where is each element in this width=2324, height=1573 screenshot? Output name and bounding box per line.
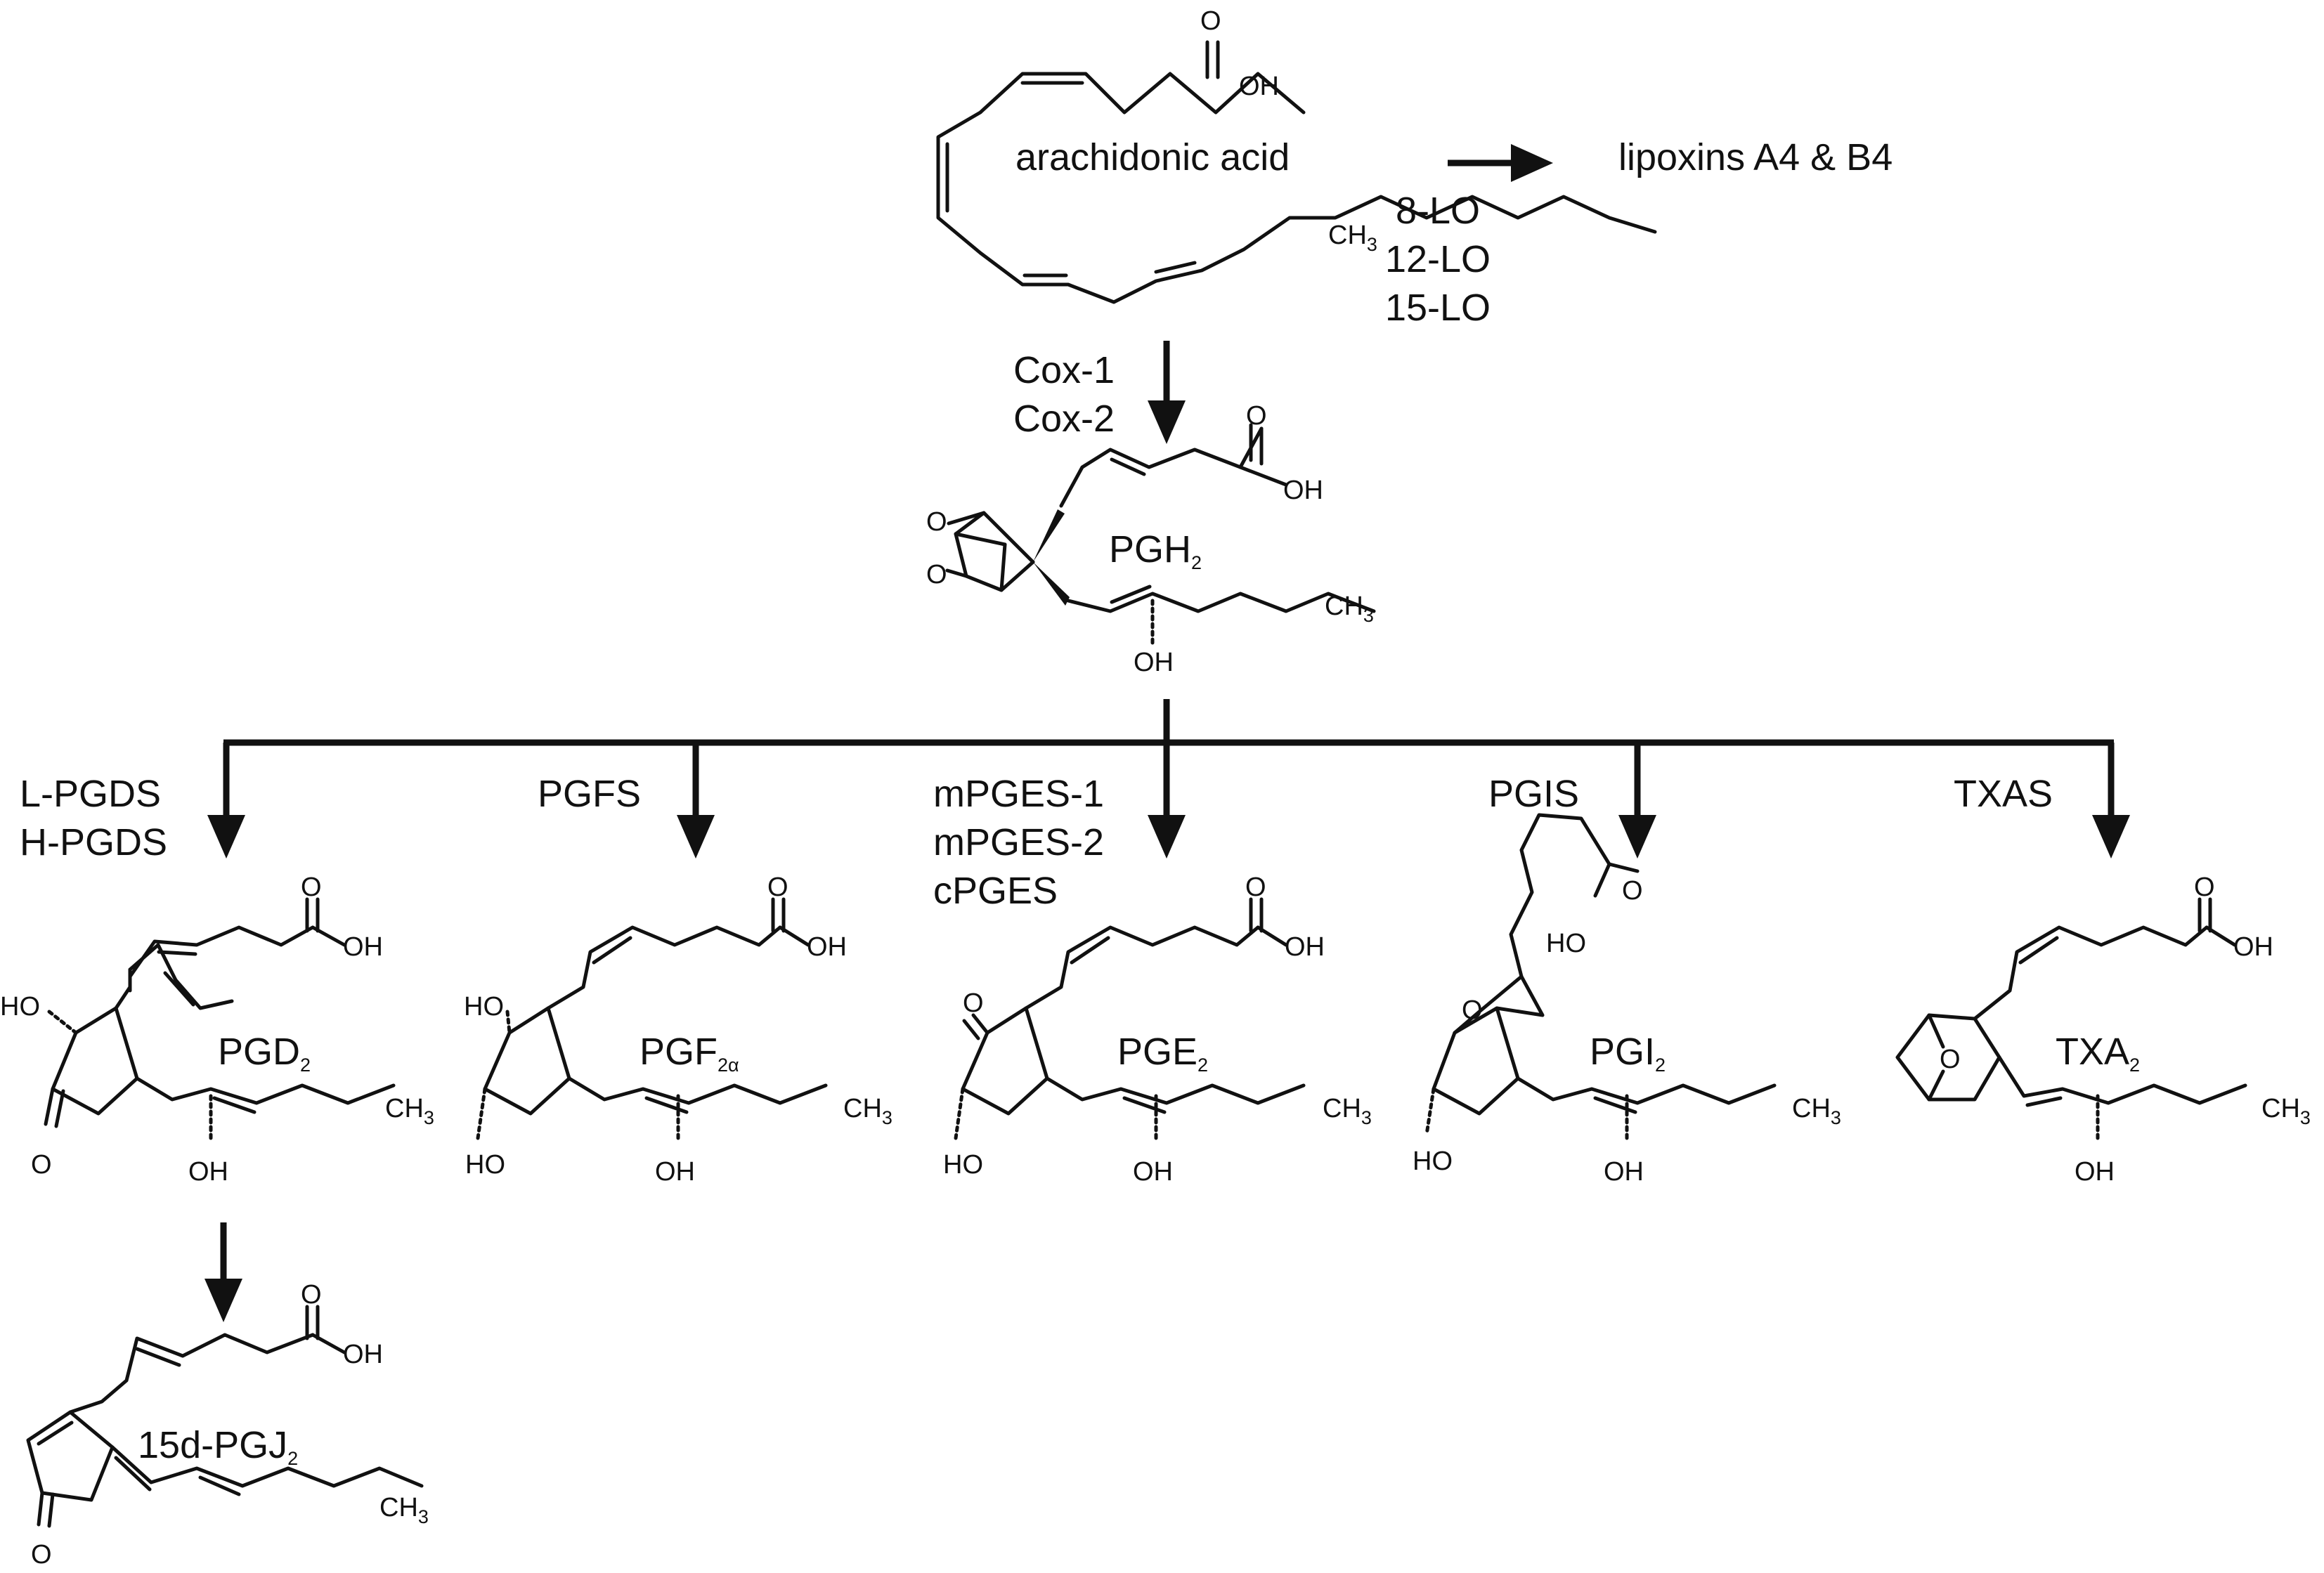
pgh2-carbonyl-o: O [1246, 401, 1267, 431]
pgd2-ketone-2 [54, 1089, 65, 1128]
branch-arrow-pgd [207, 743, 245, 859]
pge2-carbonyl-o: O [1245, 873, 1266, 902]
enzyme-pgis: PGIS [1488, 773, 1579, 815]
enzyme-txas: TXAS [1954, 773, 2053, 815]
pgd2-ketone [44, 1087, 55, 1126]
pgj2-carbonyl-o: O [301, 1280, 322, 1310]
pgf2a-hash-top [505, 1010, 512, 1035]
pgh2-ch3: CH3 [1325, 592, 1374, 626]
enzyme-cox-1: Cox-1 [1013, 349, 1115, 391]
enzyme-cpges: cPGES [933, 870, 1058, 912]
branch-arrow-txa [2092, 743, 2130, 859]
pgh2-o2: O [926, 560, 947, 589]
pgf2a-ch3: CH3 [843, 1094, 892, 1128]
pge2-15-oh: OH [1133, 1157, 1173, 1187]
pgi2-label: PGI2 [1590, 1031, 1666, 1076]
pgf2a-hash-bottom [476, 1087, 487, 1140]
pgd2-ho: HO [0, 992, 40, 1022]
enzyme-pgfs: PGFS [538, 773, 641, 815]
enzyme-mpges-1: mPGES-1 [933, 773, 1104, 815]
pgh2-wedge-upper [1033, 509, 1065, 562]
pgj-arrow-head [205, 1279, 242, 1322]
txa2-ring-o: O [1940, 1045, 1961, 1074]
pgd2-oh: OH [343, 932, 383, 962]
lo-arrow-head [1511, 144, 1553, 182]
branch-arrow-pgf [677, 743, 715, 859]
aa-oh: OH [1239, 72, 1279, 101]
pgd2-hash [47, 1010, 78, 1035]
pge2-ch3: CH3 [1323, 1094, 1372, 1128]
pgi2-hash-bottom [1424, 1087, 1436, 1137]
aa-carbonyl-o: O [1200, 6, 1221, 36]
pge2-structure [961, 897, 1306, 1116]
pgj2-ch3: CH3 [379, 1493, 429, 1527]
pge2-hash-bottom [954, 1087, 965, 1140]
enzyme-mpges-2: mPGES-2 [933, 821, 1104, 863]
pge2-keto-o: O [963, 988, 984, 1018]
lipoxins-label: lipoxins A4 & B4 [1618, 136, 1893, 178]
enzyme-h-pgds: H-PGDS [20, 821, 167, 863]
pgd2-carbonyl-o: O [301, 873, 322, 902]
enzyme-8-lo: 8-LO [1396, 190, 1480, 232]
branch-arrow-pge [1148, 743, 1186, 859]
pgh2-label: PGH2 [1109, 528, 1202, 573]
pgi2-acid-ho: HO [1546, 929, 1586, 958]
pgf2a-label: PGF2α [640, 1031, 739, 1076]
pgj2-keto-o: O [31, 1540, 52, 1569]
branch-arrow-pgi [1618, 743, 1656, 859]
pgh2-oh: OH [1283, 476, 1323, 505]
txa2-structure [1895, 897, 2247, 1107]
pgd2-15-oh: OH [188, 1157, 228, 1187]
pge2-label: PGE2 [1117, 1031, 1208, 1076]
txa2-carbonyl-o: O [2194, 873, 2215, 902]
txa2-ch3: CH3 [2261, 1094, 2311, 1128]
pgh2-o1: O [926, 507, 947, 537]
pgd2-keto-o: O [31, 1150, 52, 1180]
arachidonic-acid-label: arachidonic acid [1015, 136, 1290, 178]
pgd2-sidechains [128, 897, 346, 993]
pgf2a-ho-top: HO [464, 992, 504, 1022]
enzyme-l-pgds: L-PGDS [20, 773, 161, 815]
pgi2-ho: HO [1413, 1147, 1453, 1176]
pgi2-ring-o: O [1462, 996, 1483, 1025]
txa2-label: TXA2 [2056, 1031, 2140, 1076]
pgf2a-15-oh: OH [655, 1157, 695, 1187]
pgh2-structure [945, 423, 1376, 613]
pgj2-oh: OH [343, 1340, 383, 1369]
txa2-oh: OH [2233, 932, 2273, 962]
pgh2-15-oh: OH [1134, 648, 1174, 677]
pgd2-label: PGD2 [218, 1031, 311, 1076]
pgi2-structure [1432, 813, 1777, 1116]
txa2-15-oh: OH [2075, 1157, 2115, 1187]
pge2-oh: OH [1285, 932, 1325, 962]
arachidonic-acid-structure [936, 40, 1657, 304]
pgd2-structure [51, 943, 396, 1116]
pgf2a-carbonyl-o: O [767, 873, 788, 902]
pgi2-carbonyl-o: O [1622, 876, 1643, 906]
enzyme-12-lo: 12-LO [1385, 238, 1491, 280]
pgj2-structure [26, 1305, 424, 1528]
pgh2-wedge-lower [1033, 562, 1070, 606]
pgd2-ch3: CH3 [385, 1094, 434, 1128]
enzyme-cox-2: Cox-2 [1013, 398, 1115, 440]
pgi2-15-oh: OH [1604, 1157, 1644, 1187]
pge2-ho: HO [943, 1150, 983, 1180]
aa-ch3: CH3 [1328, 221, 1377, 255]
pgi2-ch3: CH3 [1792, 1094, 1841, 1128]
cox-arrow-head [1148, 400, 1186, 444]
enzyme-15-lo: 15-LO [1385, 287, 1491, 329]
pgj2-label: 15d-PGJ2 [138, 1424, 298, 1469]
pgf2a-structure [483, 897, 828, 1116]
pgf2a-ho-bottom: HO [465, 1150, 505, 1180]
pgf2a-oh: OH [807, 932, 847, 962]
